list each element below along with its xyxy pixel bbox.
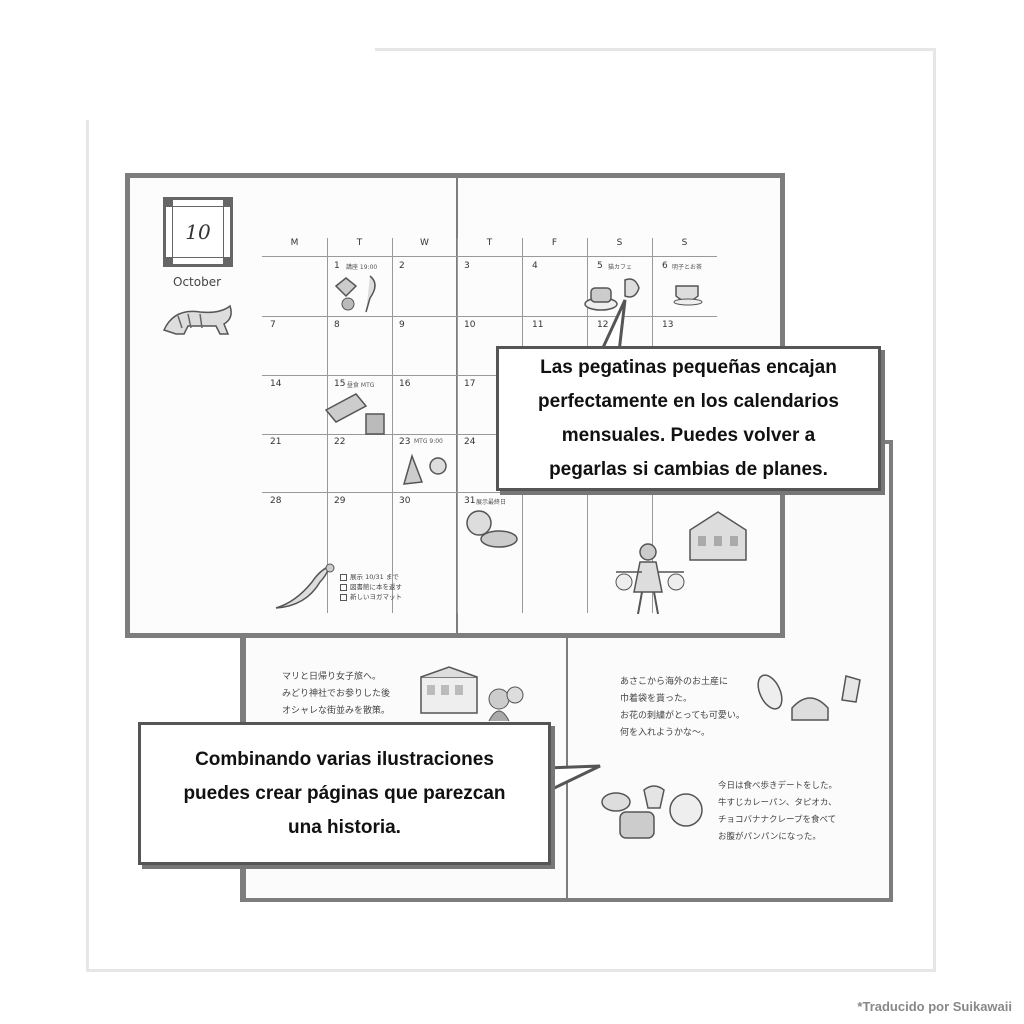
calendar-day: 31 bbox=[464, 496, 476, 506]
calendar-day: 23 bbox=[399, 437, 411, 447]
tiger-sticker bbox=[162, 304, 232, 335]
calendar-day: 7 bbox=[270, 320, 276, 330]
calendar-day: 4 bbox=[532, 261, 538, 271]
flower-sticker bbox=[466, 510, 518, 548]
memo-item: 新しいヨガマット bbox=[340, 592, 402, 602]
bouquet-sticker bbox=[402, 453, 447, 485]
checkbox-icon bbox=[340, 583, 347, 591]
calendar-note: 猫カフェ bbox=[608, 264, 633, 271]
calendar-day: 13 bbox=[662, 320, 674, 330]
calendar-day: 9 bbox=[399, 320, 405, 330]
calendar-day: 16 bbox=[399, 379, 411, 389]
callout-line: Las pegatinas pequeñas encajan bbox=[540, 356, 837, 378]
frame-gap bbox=[80, 40, 375, 120]
calendar-note: 明子とお茶 bbox=[672, 264, 703, 271]
lunch-sticker bbox=[324, 393, 385, 435]
memo-item: 図書館に本を返す bbox=[340, 582, 402, 592]
story-line: みどり神社でお参りした後 bbox=[282, 689, 391, 699]
building-sticker bbox=[420, 666, 524, 722]
calendar-note: MTG 9:00 bbox=[414, 438, 443, 445]
calendar-day: 10 bbox=[464, 320, 476, 330]
month-label: October bbox=[173, 275, 222, 289]
memo-item: 展示 10/31 まで bbox=[340, 572, 402, 582]
callout-line: puedes crear páginas que parezcan bbox=[183, 782, 506, 804]
calendar-day: 29 bbox=[334, 496, 346, 506]
calendar-day: 1 bbox=[334, 261, 340, 271]
checkbox-icon bbox=[340, 593, 347, 601]
memo-list: 展示 10/31 まで 図書館に本を返す 新しいヨガマット bbox=[340, 572, 402, 602]
callout-bubble-calendar: Las pegatinas pequeñas encajan perfectam… bbox=[496, 346, 881, 491]
callout-line: una historia. bbox=[288, 816, 401, 838]
calendar-day: 5 bbox=[597, 261, 603, 271]
weekday-header: W bbox=[420, 238, 429, 248]
story-line: お花の刺繍がとっても可愛い。 bbox=[620, 711, 745, 721]
story-right-top-text: あさこから海外のお土産に 巾着袋を貰った。 お花の刺繍がとっても可愛い。 何を入… bbox=[620, 674, 745, 742]
story-right-bottom-text: 今日は食べ歩きデートをした。 牛すじカレーパン、タピオカ、 チョコバナナクレープ… bbox=[718, 778, 837, 846]
callout-line: Combinando varias ilustraciones bbox=[195, 748, 494, 770]
peacock-sticker bbox=[275, 563, 335, 609]
palace-sticker bbox=[689, 511, 747, 561]
bubble-tail-bottom bbox=[544, 764, 601, 795]
story-line: 巾着袋を貰った。 bbox=[620, 694, 693, 704]
checkbox-icon bbox=[340, 573, 347, 581]
calendar-day: 17 bbox=[464, 379, 476, 389]
memo-text: 新しいヨガマット bbox=[350, 593, 402, 601]
calendar-day: 30 bbox=[399, 496, 411, 506]
weekday-header: T bbox=[356, 238, 363, 248]
calendar-day: 15 bbox=[334, 379, 346, 389]
calendar-day: 3 bbox=[464, 261, 470, 271]
calendar-day: 24 bbox=[464, 437, 476, 447]
calendar-day: 21 bbox=[270, 437, 282, 447]
story-line: オシャレな街並みを散策。 bbox=[282, 706, 391, 716]
translation-credit: *Traducido por Suikawaii bbox=[857, 999, 1012, 1014]
callout-line: mensuales. Puedes volver a bbox=[561, 424, 816, 446]
callout-line: perfectamente en los calendarios bbox=[538, 390, 839, 412]
weekday-header: S bbox=[681, 238, 688, 248]
story-line: チョコバナナクレープを食べて bbox=[718, 815, 837, 825]
calendar-note: 展示最終日 bbox=[476, 499, 507, 506]
story-line: お腹がパンパンになった。 bbox=[718, 832, 821, 842]
callout-line: pegarlas si cambias de planes. bbox=[549, 458, 828, 480]
weekday-header: M bbox=[290, 238, 299, 248]
calendar-day: 22 bbox=[334, 437, 346, 447]
traveler-sticker bbox=[615, 543, 685, 615]
weekday-header: S bbox=[616, 238, 623, 248]
calendar-day: 6 bbox=[662, 261, 668, 271]
memo-text: 展示 10/31 まで bbox=[350, 573, 399, 581]
calendar-note: 講座 19:00 bbox=[346, 264, 378, 271]
food-sticker bbox=[601, 785, 703, 839]
callout-bubble-story: Combinando varias ilustraciones puedes c… bbox=[138, 722, 551, 865]
calendar-note: 昼食 MTG bbox=[347, 382, 375, 389]
teacup-sticker bbox=[673, 285, 703, 306]
calendar-day: 11 bbox=[532, 320, 544, 330]
story-line: 何を入れようかな〜。 bbox=[620, 728, 711, 738]
memo-text: 図書館に本を返す bbox=[350, 583, 402, 591]
weekday-header: T bbox=[486, 238, 493, 248]
lamp-sticker bbox=[334, 275, 376, 313]
story-line: 今日は食べ歩きデートをした。 bbox=[718, 781, 838, 791]
date-frame: 10 bbox=[163, 197, 233, 267]
calendar-day: 2 bbox=[399, 261, 405, 271]
calendar-day: 14 bbox=[270, 379, 282, 389]
story-line: あさこから海外のお土産に bbox=[620, 677, 729, 687]
date-number: 10 bbox=[172, 206, 224, 258]
calendar-day: 8 bbox=[334, 320, 340, 330]
calendar-day: 12 bbox=[597, 320, 609, 330]
weekday-header: F bbox=[551, 238, 558, 248]
story-left-text: マリと日帰り女子旅へ。 みどり神社でお参りした後 オシャレな街並みを散策。 bbox=[282, 669, 390, 720]
pouch-sticker bbox=[757, 674, 861, 721]
cake-sticker bbox=[584, 278, 640, 311]
story-line: マリと日帰り女子旅へ。 bbox=[282, 672, 382, 682]
story-line: 牛すじカレーパン、タピオカ、 bbox=[718, 798, 837, 808]
calendar-day: 28 bbox=[270, 496, 282, 506]
